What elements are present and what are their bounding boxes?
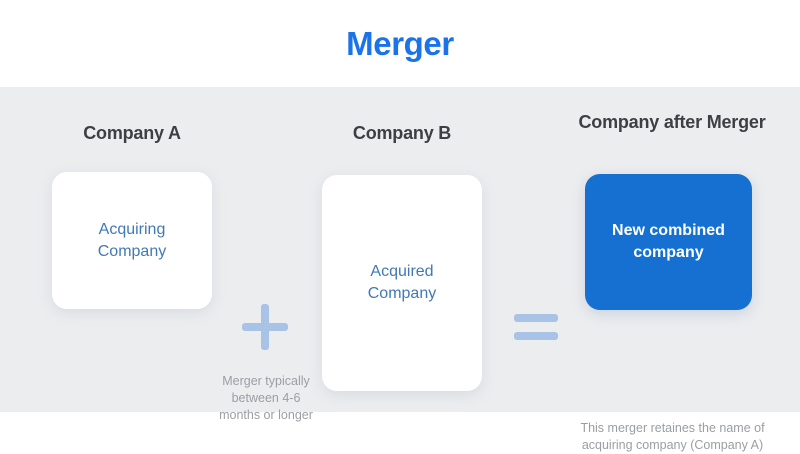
card-new-combined-company: New combined company xyxy=(585,174,752,310)
caption-merger-duration: Merger typically between 4-6 months or l… xyxy=(219,374,313,422)
plus-icon xyxy=(242,304,288,350)
card-label-new-combined-company: New combined company xyxy=(612,222,725,261)
caption-merger-naming: This merger retaines the name of acquiri… xyxy=(580,421,765,452)
equals-icon xyxy=(514,314,558,340)
column-heading-company-after-merger: Company after Merger xyxy=(578,112,766,132)
card-acquiring-company: Acquiring Company xyxy=(52,172,212,309)
column-heading-company-a: Company A xyxy=(83,123,181,143)
equals-icon-top-bar xyxy=(514,314,558,322)
card-label-acquired-company: Acquired Company xyxy=(367,263,437,302)
column-heading-company-b: Company B xyxy=(352,123,452,143)
card-acquired-company: Acquired Company xyxy=(322,175,482,391)
header-band: Merger xyxy=(0,0,800,87)
page-title: Merger xyxy=(346,25,454,62)
card-label-acquiring-company: Acquiring Company xyxy=(97,220,167,260)
equals-icon-bottom-bar xyxy=(514,332,558,340)
diagram-panel: Company A Company B Company after Merger… xyxy=(0,87,800,452)
plus-icon-vertical-bar xyxy=(261,304,269,350)
